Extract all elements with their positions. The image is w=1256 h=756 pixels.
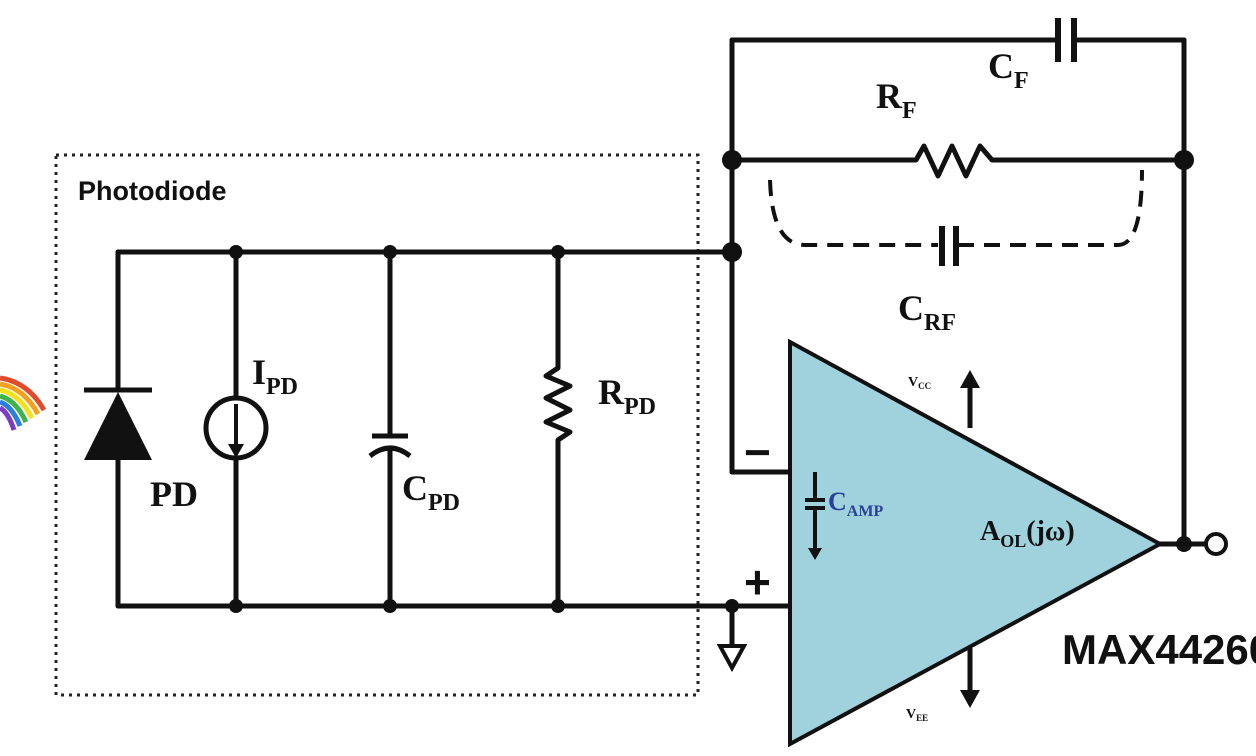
light-rainbow-icon [0, 375, 47, 431]
part-number-label: MAX44260 [1062, 626, 1256, 673]
plus-input-label: + [744, 556, 771, 608]
rf-resistor [913, 143, 994, 179]
camp-ground-icon [808, 548, 822, 560]
junction-dots [229, 150, 1194, 613]
output-terminal [1204, 532, 1228, 556]
crf-label: CRF [898, 288, 956, 336]
cpd-capacitor [368, 433, 412, 459]
cpd-label: CPD [402, 468, 460, 516]
photodiode-boundary [54, 153, 700, 697]
ipd-label: IPD [252, 352, 298, 400]
rpd-label: RPD [598, 372, 656, 420]
ground-icon [716, 644, 748, 673]
camp-label: CAMP [828, 487, 883, 520]
cf-label: CF [988, 46, 1029, 94]
crf-capacitor-plates [939, 226, 959, 266]
rpd-resistor [543, 365, 573, 443]
aol-label: AOL(jω) [980, 516, 1075, 551]
crf-parasitic-capacitor [768, 169, 1144, 247]
photodiode-box-label: Photodiode [78, 176, 226, 206]
vee-arrow-icon [960, 648, 980, 708]
vee-label: VEE [906, 707, 928, 723]
camp-capacitor [805, 472, 825, 548]
rf-label: RF [876, 76, 917, 124]
opamp-triangle [788, 338, 1165, 748]
pd-label: PD [150, 474, 198, 514]
current-source-symbol [203, 395, 269, 461]
cf-capacitor [1055, 18, 1077, 62]
vcc-label: VCC [908, 375, 931, 391]
vcc-arrow-icon [960, 370, 980, 428]
minus-input-label: − [744, 426, 771, 478]
photodiode-symbol [84, 387, 152, 460]
